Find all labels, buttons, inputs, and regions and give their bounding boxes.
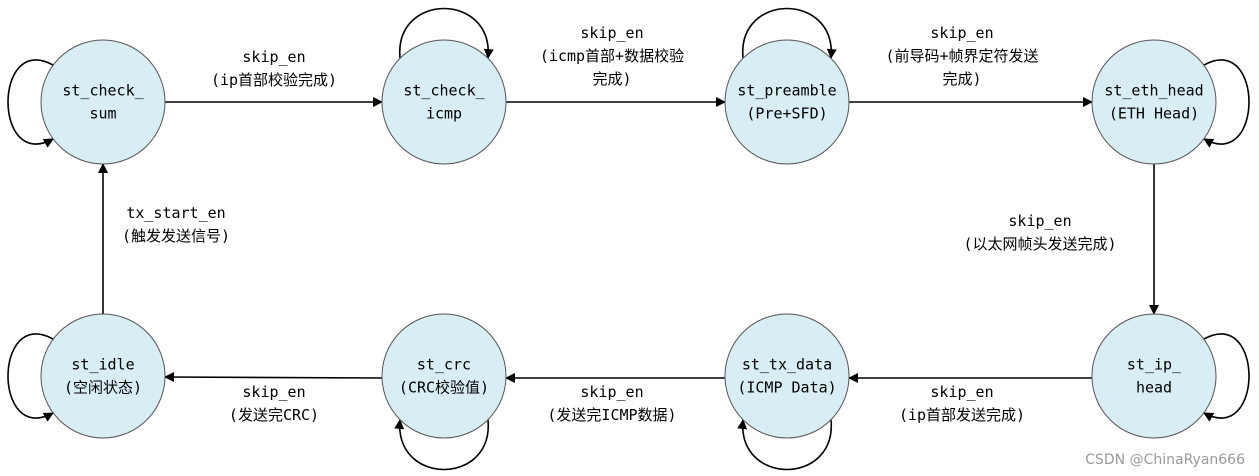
state-label-crc: (CRC校验值) [399,379,489,397]
watermark: CSDN @ChinaRyan666 [1085,452,1245,468]
self-loop-eth_head [1203,59,1250,148]
state-label-check_sum: sum [89,105,116,123]
transition-label-pre_to_eth: (前导码+帧界定符发送 [885,47,1038,65]
transition-label-sum_to_icmp: skip_en [242,48,305,66]
transition-label-crc_to_idle: (发送完CRC) [229,406,319,424]
state-label-idle: (空闲状态) [64,379,142,397]
state-label-tx_data: (ICMP Data) [737,379,836,397]
transition-label-ip_to_data: (ip首部发送完成) [899,406,1025,424]
state-node-crc [381,313,507,439]
state-label-idle: st_idle [71,356,134,374]
state-node-tx_data [724,313,850,439]
state-label-check_icmp: st_check_ [403,82,485,100]
state-label-check_sum: st_check_ [62,82,144,100]
transition-label-icmp_to_pre: 完成) [592,70,631,88]
state-label-eth_head: st_eth_head [1104,82,1203,100]
transition-label-crc_to_idle: skip_en [242,383,305,401]
transition-label-idle_to_sum: tx_start_en [126,204,225,222]
transition-label-sum_to_icmp: (ip首部校验完成) [211,71,337,89]
self-loop-ip_head [1203,333,1250,422]
state-label-check_icmp: icmp [426,105,462,123]
self-loop-tx_data [737,419,832,471]
self-loop-preamble [742,7,837,59]
transition-label-ip_to_data: skip_en [930,383,993,401]
state-label-preamble: (Pre+SFD) [746,105,827,123]
transition-label-eth_to_ip: (以太网帧头发送完成) [963,235,1116,253]
state-node-idle [40,313,166,439]
self-loop-idle [7,333,54,422]
transition-label-icmp_to_pre: (icmp首部+数据校验 [540,47,684,65]
state-node-check_sum [40,39,166,165]
self-loop-check_icmp [399,7,494,59]
state-label-preamble: st_preamble [737,82,836,100]
state-label-tx_data: st_tx_data [742,356,832,374]
transition-arrow-crc_to_idle [164,372,383,383]
state-label-eth_head: (ETH Head) [1109,105,1199,123]
transition-label-data_to_crc: (发送完ICMP数据) [547,406,676,424]
self-loop-crc [394,419,489,471]
transition-label-idle_to_sum: (触发发送信号) [122,227,230,245]
transition-label-eth_to_ip: skip_en [1008,212,1071,230]
state-node-preamble [724,39,850,165]
transition-label-pre_to_eth: 完成) [942,70,981,88]
state-label-ip_head: st_ip_ [1127,356,1182,374]
state-label-crc: st_crc [417,356,471,374]
state-node-check_icmp [381,39,507,165]
self-loop-check_sum [7,59,54,148]
state-label-ip_head: head [1136,379,1172,397]
transition-label-icmp_to_pre: skip_en [580,24,643,42]
state-node-eth_head [1091,39,1217,165]
transition-label-pre_to_eth: skip_en [930,24,993,42]
state-node-ip_head [1091,313,1217,439]
transition-label-data_to_crc: skip_en [580,383,643,401]
